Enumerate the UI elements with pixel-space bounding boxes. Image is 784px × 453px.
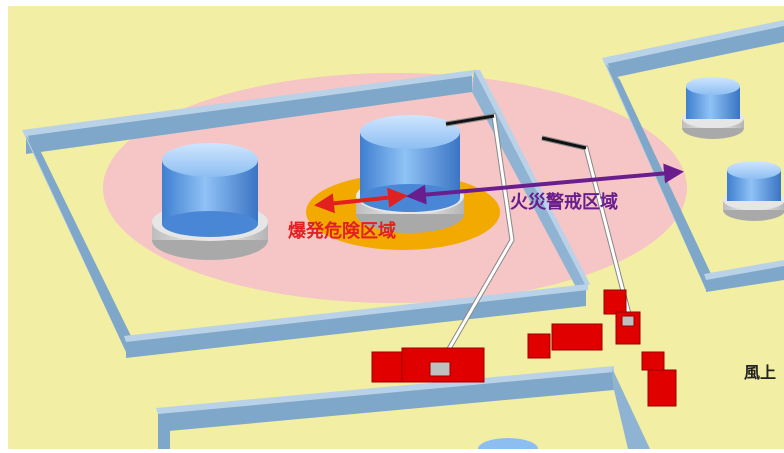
upwind-label: 風上 <box>744 363 776 382</box>
fire-truck-group-middle <box>527 323 603 359</box>
dike-wall-right <box>602 20 784 292</box>
explosion-zone-label: 爆発危険区域 <box>288 220 396 242</box>
dike-wall-lower <box>156 366 650 453</box>
fire-truck-group-right <box>603 289 677 407</box>
storage-tank-right-lower <box>723 161 784 221</box>
storage-tank-left <box>152 143 268 260</box>
explosion-zone-arrow <box>314 187 408 214</box>
fire-truck-group-left <box>371 347 485 383</box>
fire-hose-right <box>541 135 633 319</box>
storage-tank-right-upper <box>682 77 744 139</box>
fire-zone-label: 火災警戒区域 <box>510 191 618 213</box>
frame-top <box>0 0 784 6</box>
fire-zone-arrow <box>406 163 684 205</box>
dike-wall-main <box>22 70 590 358</box>
storage-tank-center <box>356 115 464 233</box>
frame-left <box>0 0 8 449</box>
